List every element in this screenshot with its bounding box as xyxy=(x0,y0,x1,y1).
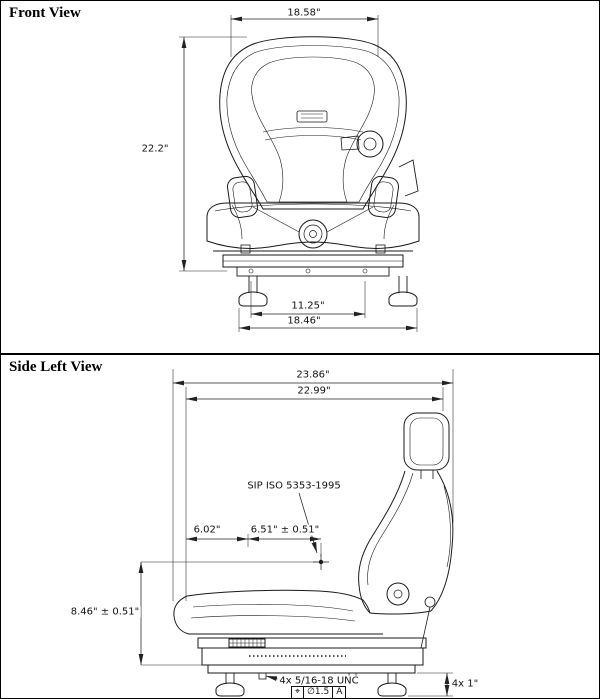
front-view-title: Front View xyxy=(9,5,81,21)
dim-sip-front-label: 6.02" xyxy=(191,524,223,536)
front-view-drawing xyxy=(179,15,420,332)
dim-outer-width-label: 18.46" xyxy=(285,315,323,327)
gdt-frame: ⌖ ∅1.5 A xyxy=(291,686,347,698)
side-view-panel: Side Left View xyxy=(1,355,599,698)
dim-height-label: 22.2" xyxy=(139,143,171,155)
dim-sip-offset-label: 6.51" ± 0.51" xyxy=(248,524,322,536)
dim-overall-depth-label: 23.86" xyxy=(294,369,332,381)
dim-sip-height-label: 8.46" ± 0.51" xyxy=(68,606,142,618)
side-view-title: Side Left View xyxy=(9,359,103,375)
gdt-tolerance: ∅1.5 xyxy=(304,686,334,698)
dim-upper-depth-label: 22.99" xyxy=(295,385,333,397)
thread-callout-label: 4x 5/16-18 UNC xyxy=(277,675,361,687)
dim-inner-width-label: 11.25" xyxy=(289,300,327,312)
front-view-panel: Front View xyxy=(1,1,599,355)
gdt-position-symbol: ⌖ xyxy=(291,686,305,698)
sip-standard-label: SIP ISO 5353-1995 xyxy=(245,480,343,492)
front-dimension-lines xyxy=(179,15,418,332)
seat-front-outline xyxy=(206,36,420,307)
dim-foot-height-label: 4x 1" xyxy=(449,678,481,690)
dim-top-width-label: 18.58" xyxy=(285,7,323,19)
seat-side-outline xyxy=(173,412,454,697)
gdt-datum: A xyxy=(333,686,347,698)
